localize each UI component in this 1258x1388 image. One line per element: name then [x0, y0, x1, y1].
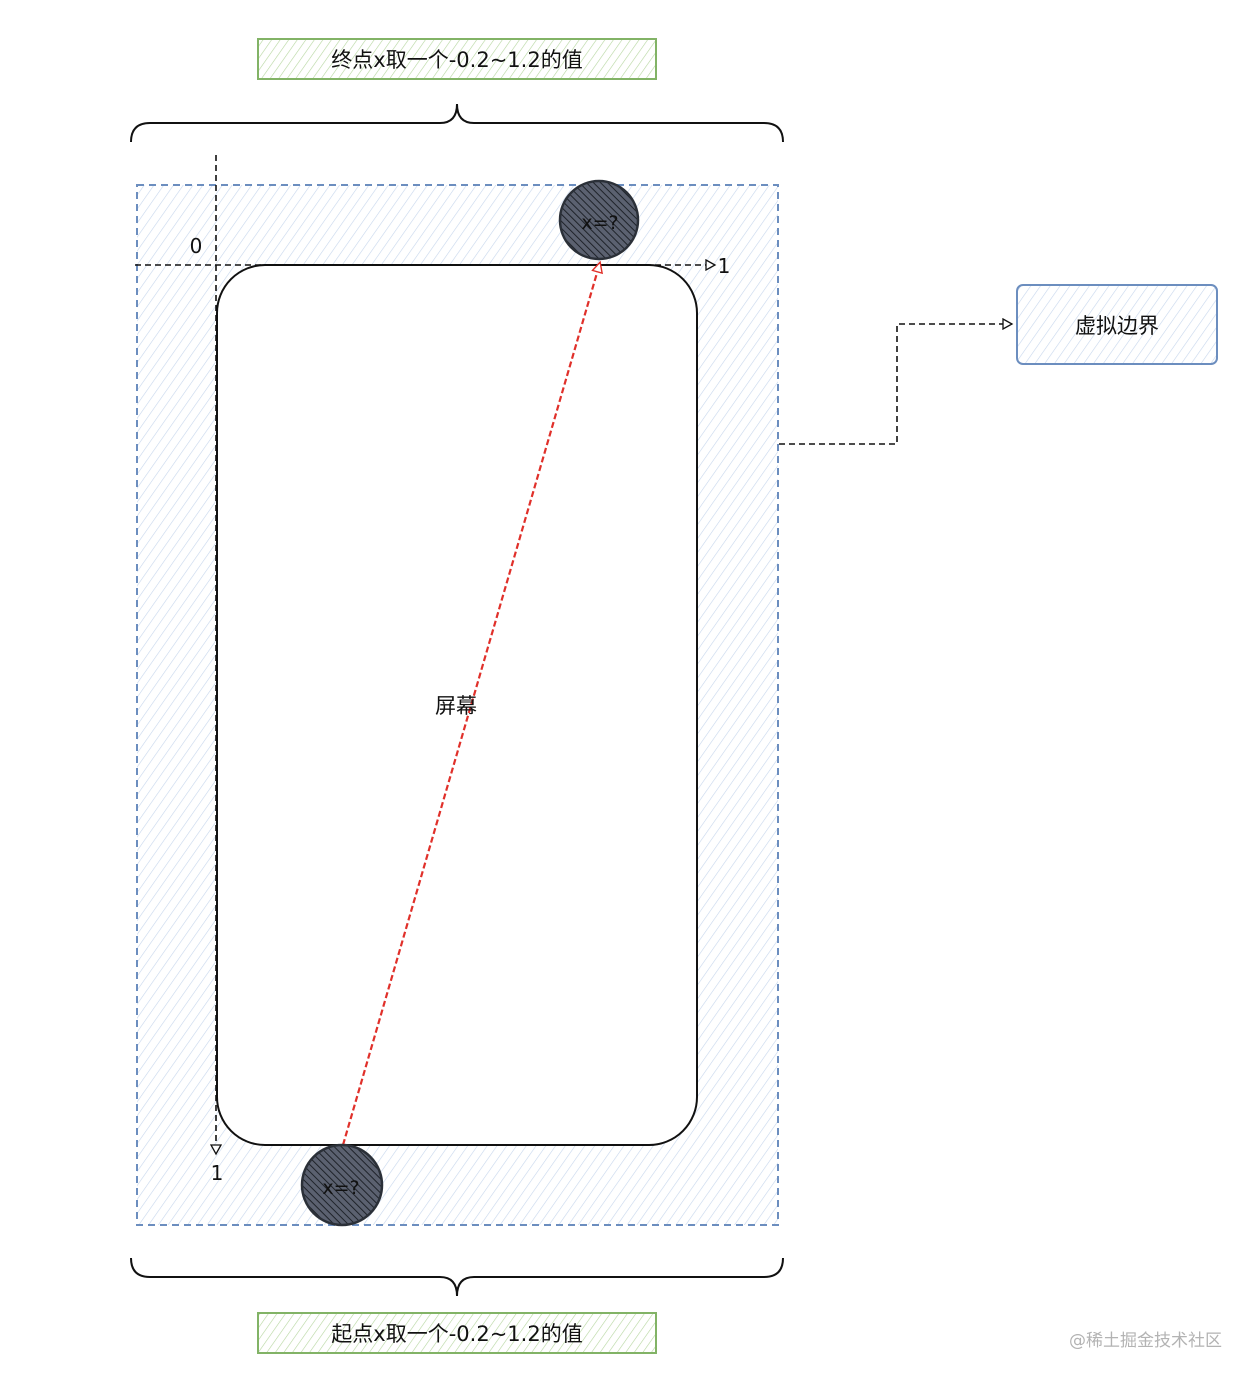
virtual-boundary-label-box: 虚拟边界	[1016, 284, 1218, 365]
origin-label: 0	[190, 234, 203, 258]
start-point-label: 起点x取一个-0.2~1.2的值	[331, 1322, 582, 1346]
start-point-text: x=?	[322, 1177, 359, 1199]
bottom-brace	[130, 1257, 784, 1297]
top-brace	[130, 103, 784, 143]
watermark: @稀土掘金技术社区	[1069, 1331, 1222, 1351]
screen-label: 屏幕	[435, 694, 477, 718]
boundary-connector	[779, 324, 1012, 445]
end-point-circle: x=?	[558, 179, 640, 261]
end-point-label: 终点x取一个-0.2~1.2的值	[331, 48, 582, 72]
virtual-boundary-label: 虚拟边界	[1075, 314, 1159, 338]
end-point-label-box: 终点x取一个-0.2~1.2的值	[257, 38, 657, 80]
start-point-label-box: 起点x取一个-0.2~1.2的值	[257, 1312, 657, 1354]
end-point-text: x=?	[581, 212, 618, 234]
x-axis-end-label: 1	[718, 254, 731, 278]
start-point-circle: x=?	[300, 1143, 384, 1227]
y-axis-end-label: 1	[211, 1161, 224, 1185]
